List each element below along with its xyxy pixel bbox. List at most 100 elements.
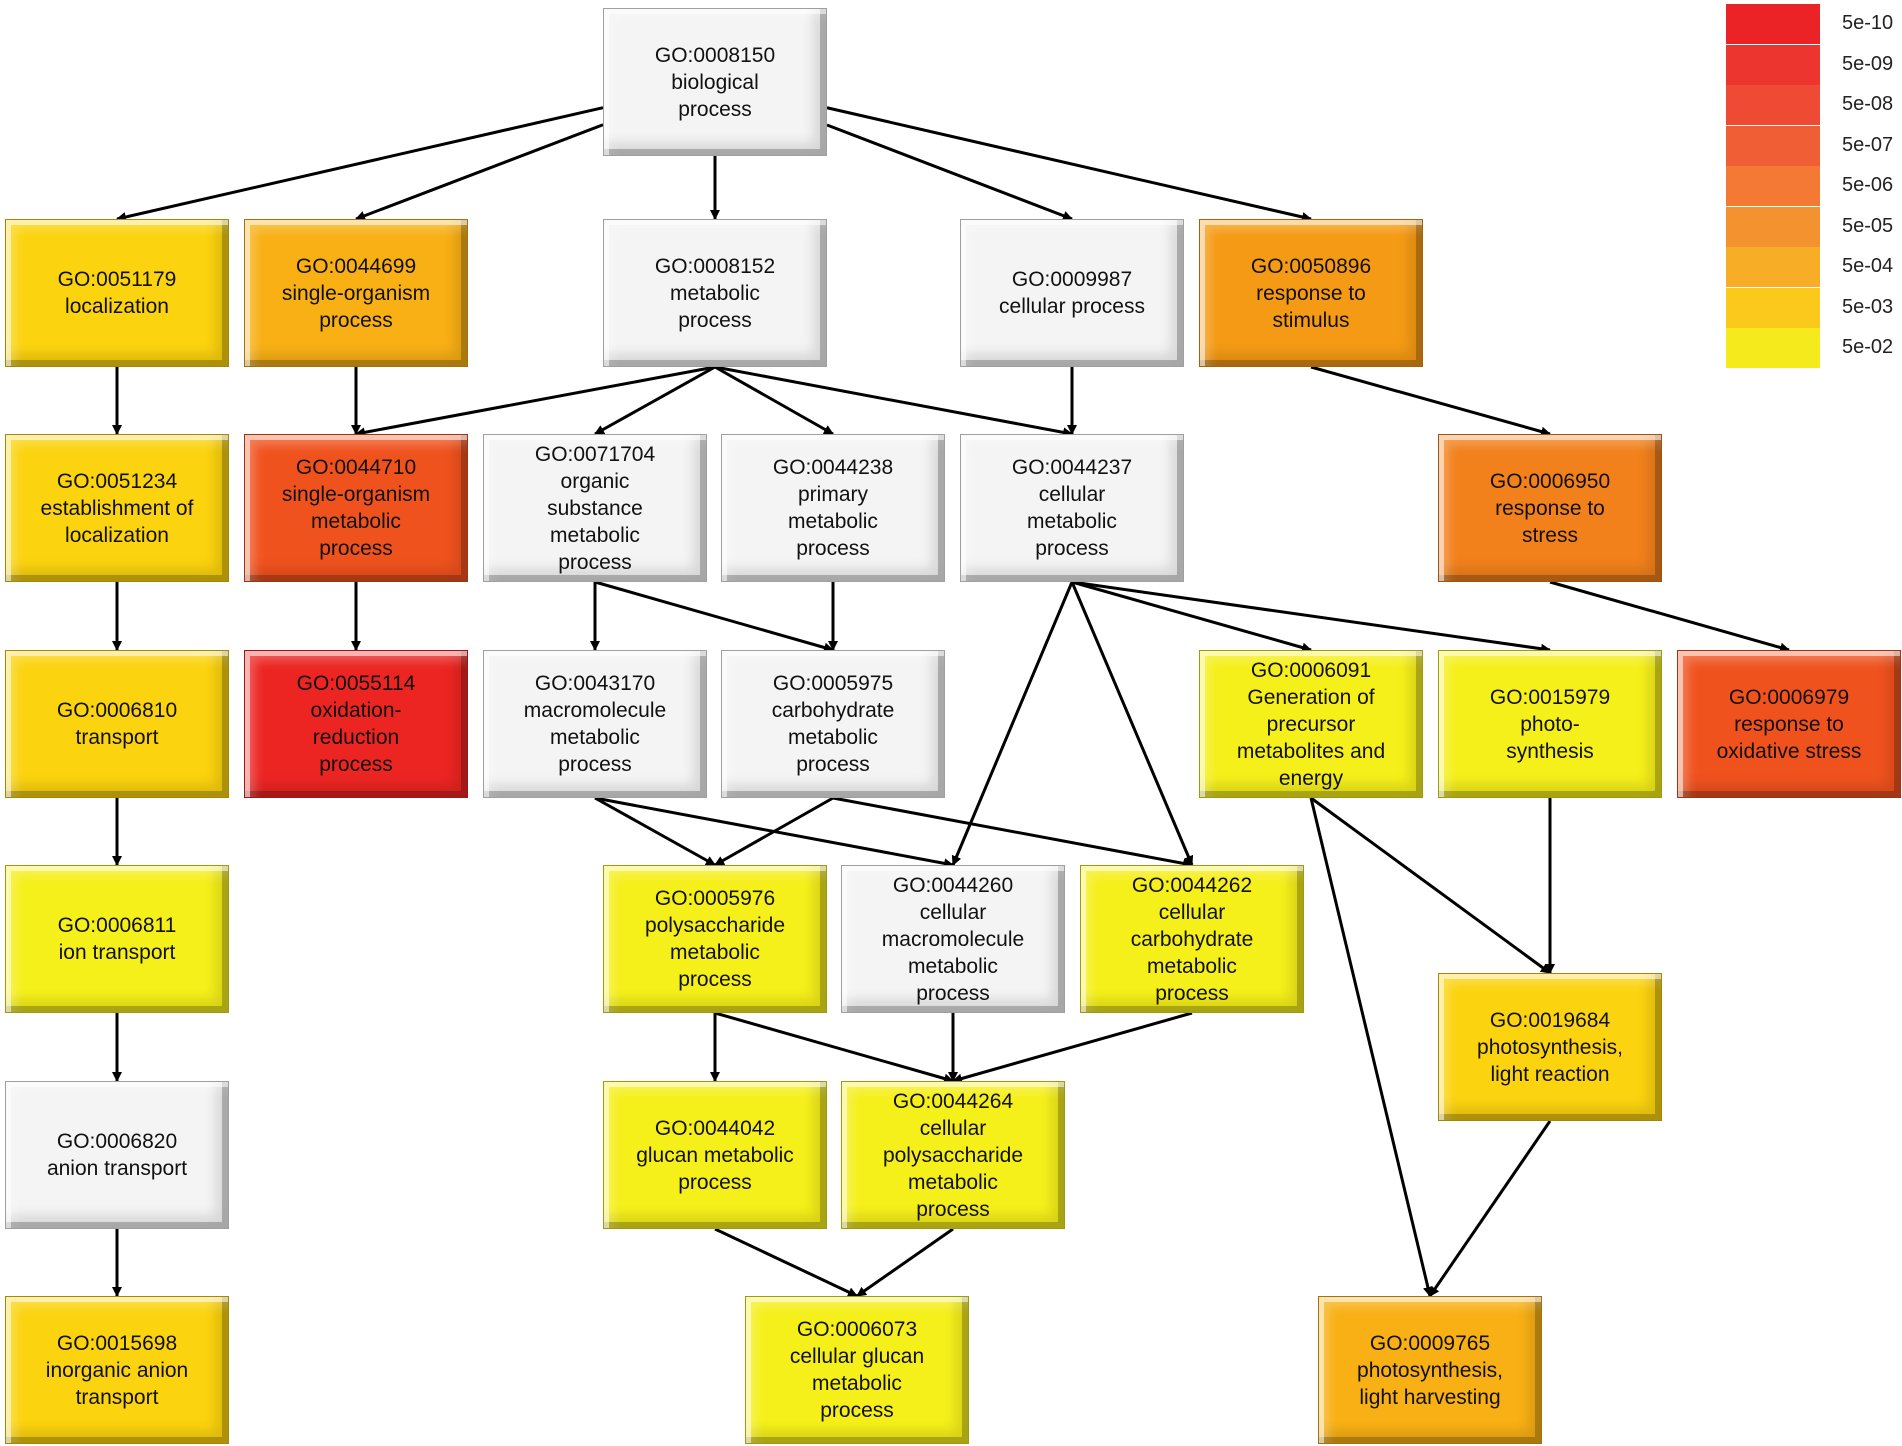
edge-arrow <box>355 123 604 221</box>
go-term-node: GO:0044710 single-organism metabolic pro… <box>244 434 468 582</box>
go-term-node: GO:0009765 photosynthesis, light harvest… <box>1318 1296 1542 1444</box>
go-term-node: GO:0005975 carbohydrate metabolic proces… <box>721 650 945 798</box>
edge-arrow <box>594 796 716 867</box>
go-term-node: GO:0044264 cellular polysaccharide metab… <box>841 1081 1065 1229</box>
go-term-node: GO:0006811 ion transport <box>5 865 229 1013</box>
go-term-node: GO:0044042 glucan metabolic process <box>603 1081 827 1229</box>
legend-swatch <box>1726 247 1820 287</box>
edge-arrow <box>1309 797 1433 1297</box>
edge-arrow <box>832 796 1193 869</box>
go-term-node: GO:0015979 photo- synthesis <box>1438 650 1662 798</box>
legend-label: 5e-06 <box>1842 174 1894 196</box>
edge-arrow <box>714 796 834 867</box>
legend-label: 5e-09 <box>1842 52 1894 75</box>
legend-swatch <box>1726 44 1820 85</box>
go-term-label: GO:0043170 macromolecule metabolic proce… <box>523 672 667 776</box>
edge-arrow <box>714 365 1073 438</box>
go-term-label: GO:0005976 polysaccharide metabolic proc… <box>644 887 786 991</box>
go-term-label: GO:0006073 cellular glucan metabolic pro… <box>789 1318 925 1422</box>
go-term-label: GO:0015698 inorganic anion transport <box>45 1331 189 1409</box>
go-term-node: GO:0006979 response to oxidative stress <box>1677 650 1901 798</box>
edge-arrow <box>856 1227 954 1298</box>
edge-arrow <box>714 1011 954 1084</box>
go-term-node: GO:0006091 Generation of precursor metab… <box>1199 650 1423 798</box>
go-term-node: GO:0008152 metabolic process <box>603 219 827 367</box>
go-term-node: GO:0044699 single-organism process <box>244 219 468 367</box>
go-term-label: GO:0051234 establishment of localization <box>40 469 194 547</box>
go-term-label: GO:0006811 ion transport <box>57 914 177 964</box>
edge-arrow <box>116 106 604 222</box>
go-term-label: GO:0044710 single-organism metabolic pro… <box>281 456 431 560</box>
go-term-node: GO:0015698 inorganic anion transport <box>5 1296 229 1444</box>
go-term-label: GO:0006091 Generation of precursor metab… <box>1236 658 1386 790</box>
go-term-label: GO:0050896 response to stimulus <box>1250 254 1372 332</box>
go-term-label: GO:0044264 cellular polysaccharide metab… <box>882 1089 1024 1221</box>
go-term-label: GO:0006810 transport <box>56 699 178 749</box>
go-term-node: GO:0044260 cellular macromolecule metabo… <box>841 865 1065 1013</box>
legend-swatch <box>1726 85 1820 125</box>
go-term-node: GO:0051234 establishment of localization <box>5 434 229 582</box>
edge-arrow <box>826 123 1073 221</box>
edge-arrow <box>594 365 716 436</box>
go-term-node: GO:0006073 cellular glucan metabolic pro… <box>745 1296 969 1444</box>
legend-label: 5e-07 <box>1842 133 1894 156</box>
go-term-label: GO:0019684 photosynthesis, light reactio… <box>1477 1008 1623 1086</box>
go-term-label: GO:0009765 photosynthesis, light harvest… <box>1357 1331 1503 1409</box>
go-term-label: GO:0044042 glucan metabolic process <box>636 1116 794 1194</box>
go-term-label: GO:0006950 response to stress <box>1489 469 1611 547</box>
go-term-label: GO:0051179 localization <box>57 268 177 318</box>
edge-arrow <box>714 1227 858 1298</box>
edge-arrow <box>1428 1120 1552 1297</box>
go-term-node: GO:0005976 polysaccharide metabolic proc… <box>603 865 827 1013</box>
go-term-label: GO:0015979 photo- synthesis <box>1489 685 1611 763</box>
legend-label: 5e-02 <box>1842 336 1894 358</box>
go-term-label: GO:0044699 single-organism process <box>281 254 431 332</box>
go-term-node: GO:0006820 anion transport <box>5 1081 229 1229</box>
go-term-node: GO:0006810 transport <box>5 650 229 798</box>
go-term-label: GO:0044237 cellular metabolic process <box>1011 456 1133 560</box>
legend-swatch <box>1726 4 1820 44</box>
go-term-node: GO:0051179 localization <box>5 219 229 367</box>
edge-arrow <box>594 580 834 653</box>
go-term-label: GO:0008152 metabolic process <box>654 254 776 332</box>
legend-label: 5e-10 <box>1842 12 1894 34</box>
go-term-label: GO:0044238 primary metabolic process <box>772 456 894 560</box>
legend-swatch <box>1726 206 1820 247</box>
go-term-node: GO:0006950 response to stress <box>1438 434 1662 582</box>
go-term-node: GO:0050896 response to stimulus <box>1199 219 1423 367</box>
go-term-label: GO:0008150 biological process <box>654 43 776 121</box>
legend-swatch <box>1726 328 1820 368</box>
go-term-node: GO:0044237 cellular metabolic process <box>960 434 1184 582</box>
edge-arrow <box>1549 580 1790 653</box>
edge-arrow <box>1070 581 1194 866</box>
legend-label: 5e-03 <box>1842 295 1894 318</box>
legend-label: 5e-04 <box>1842 255 1894 277</box>
go-term-label: GO:0044260 cellular macromolecule metabo… <box>881 873 1025 1005</box>
edge-arrow <box>951 581 1074 866</box>
legend-label: 5e-08 <box>1842 93 1894 115</box>
go-term-node: GO:0044262 cellular carbohydrate metabol… <box>1080 865 1304 1013</box>
go-term-node: GO:0044238 primary metabolic process <box>721 434 945 582</box>
go-term-node: GO:0071704 organic substance metabolic p… <box>483 434 707 582</box>
edge-arrow <box>714 365 834 436</box>
edge-arrow <box>826 106 1312 222</box>
go-term-node: GO:0009987 cellular process <box>960 219 1184 367</box>
edge-arrow <box>1310 365 1551 437</box>
go-term-node: GO:0008150 biological process <box>603 8 827 156</box>
go-term-label: GO:0006979 response to oxidative stress <box>1716 685 1862 763</box>
go-term-label: GO:0005975 carbohydrate metabolic proces… <box>771 672 895 776</box>
legend-swatch <box>1726 287 1820 328</box>
go-term-label: GO:0009987 cellular process <box>999 268 1145 318</box>
go-term-label: GO:0044262 cellular carbohydrate metabol… <box>1130 873 1254 1005</box>
legend-label: 5e-05 <box>1842 214 1894 237</box>
go-term-node: GO:0019684 photosynthesis, light reactio… <box>1438 973 1662 1121</box>
go-term-node: GO:0043170 macromolecule metabolic proce… <box>483 650 707 798</box>
edge-arrow <box>1071 580 1312 653</box>
edge-arrow <box>355 365 716 438</box>
edge-arrow <box>1071 580 1551 654</box>
go-term-label: GO:0055114 oxidation- reduction process <box>296 672 416 776</box>
edge-arrow <box>1310 796 1551 975</box>
legend-swatch <box>1726 125 1820 166</box>
